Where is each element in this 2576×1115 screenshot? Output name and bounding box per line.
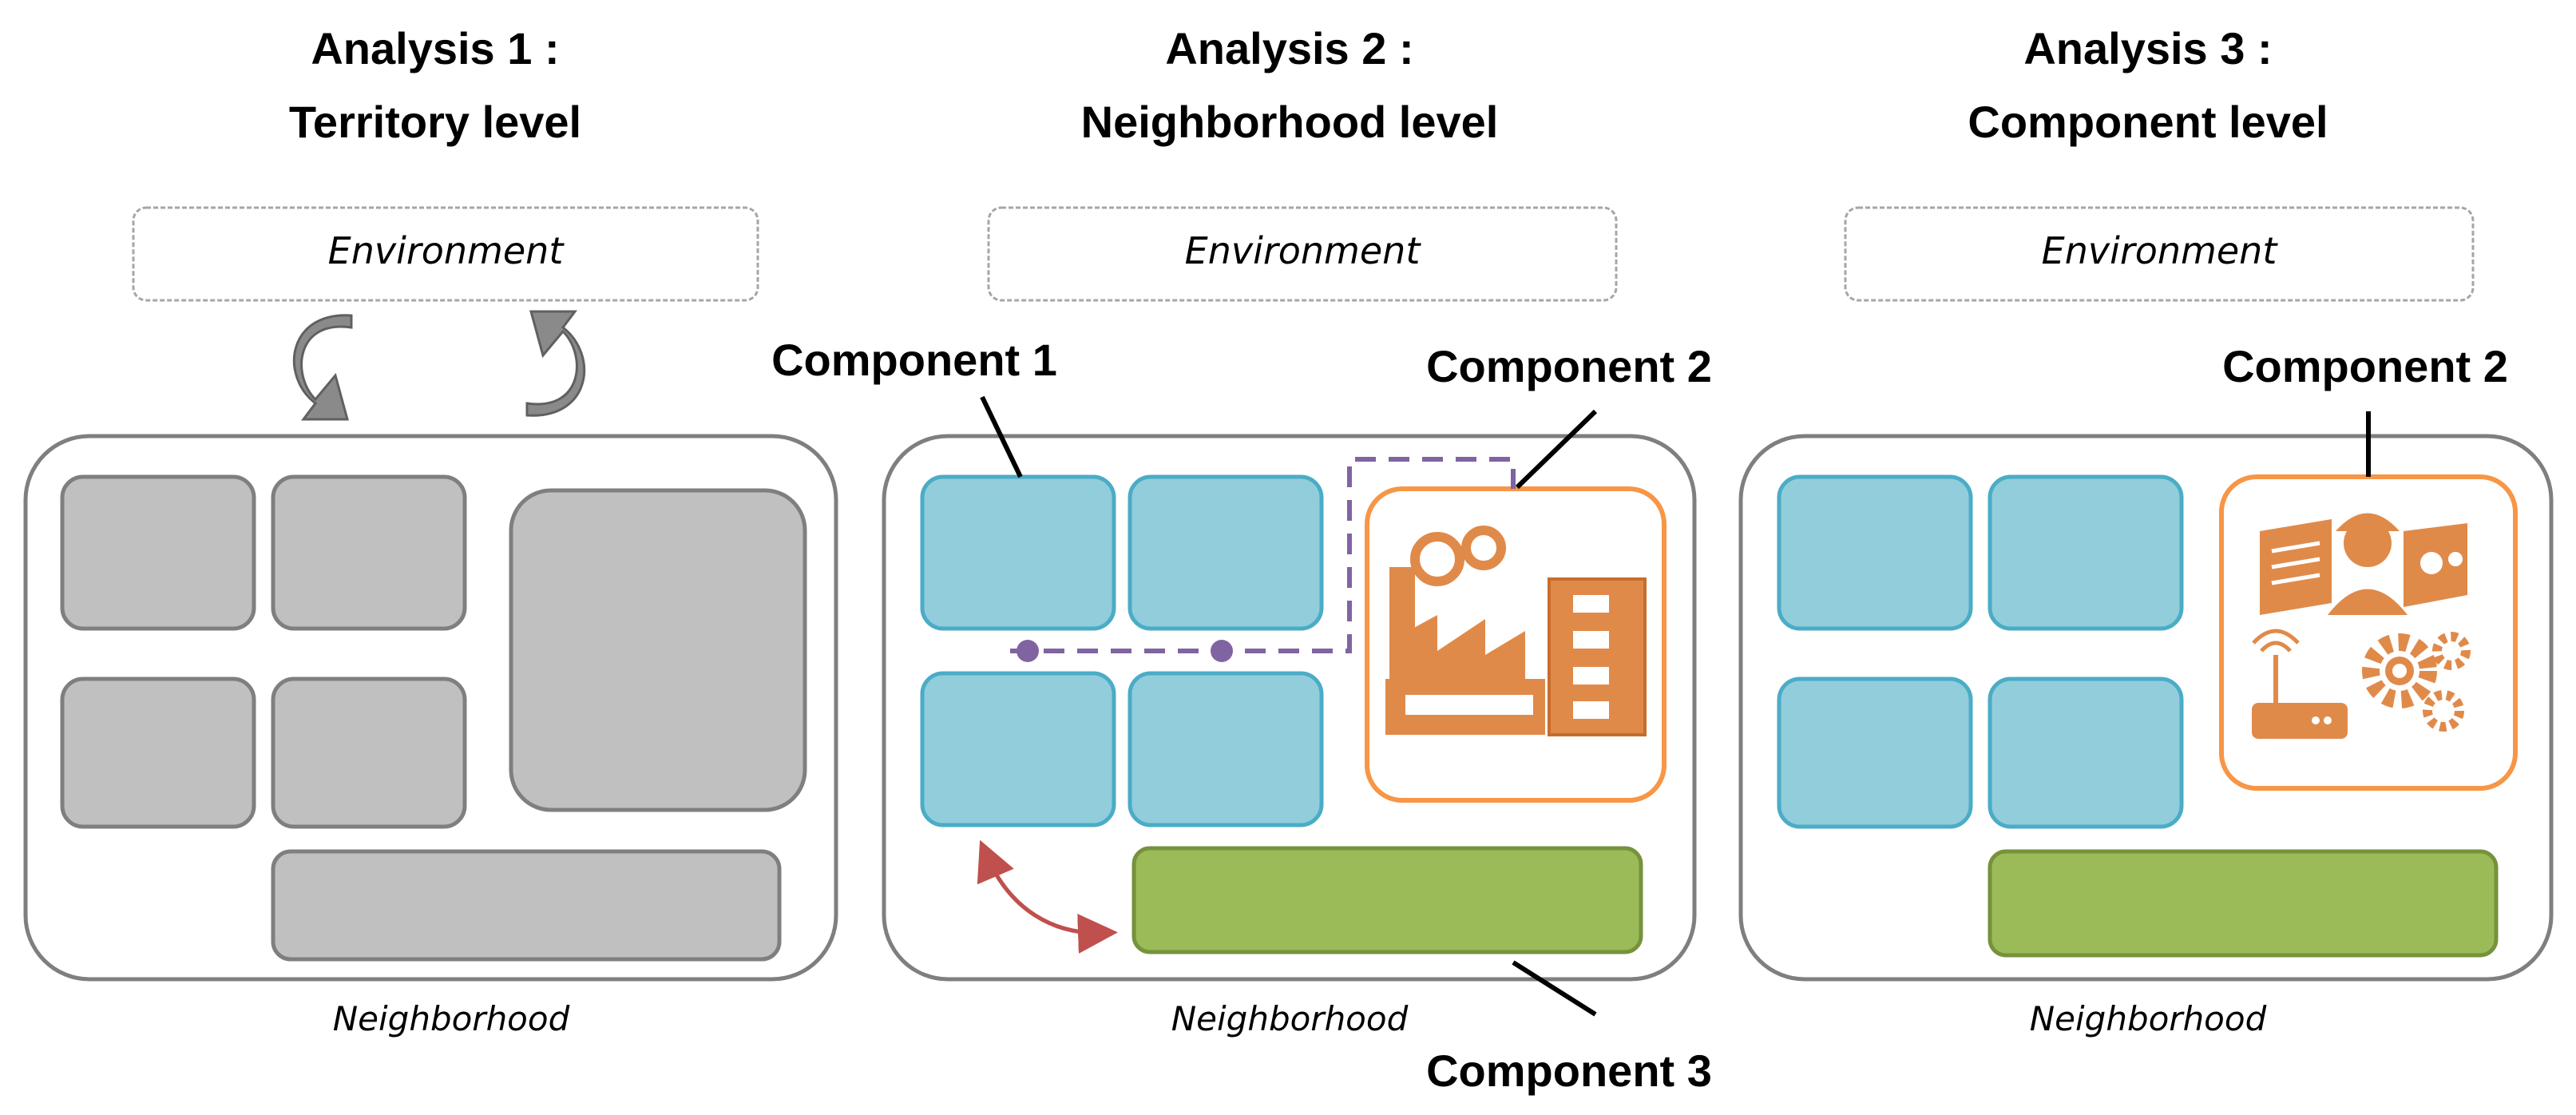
analysis-3-title-line1: Analysis 3 : [2023, 23, 2272, 73]
component-2-label-analysis-3: Component 2 [2222, 341, 2508, 391]
operator-icon [2260, 513, 2467, 615]
green-block [1987, 849, 2499, 958]
component-1-label: Component 1 [771, 335, 1057, 385]
analysis-2-title-line2: Neighborhood level [1081, 97, 1499, 147]
environment-label-1: Environment [328, 229, 565, 272]
analysis-1-title-line1: Analysis 1 : [311, 23, 559, 73]
analysis-3-title-line2: Component level [1968, 97, 2328, 147]
blue-block [1987, 474, 2184, 631]
environment-box-3 [1844, 206, 2475, 302]
component-1-leader-line [980, 395, 1023, 478]
blue-block [920, 474, 1116, 631]
analysis-1-title-line2: Territory level [289, 97, 581, 147]
grey-block [271, 474, 467, 631]
component-3-label: Component 3 [1426, 1046, 1712, 1096]
grey-block [60, 474, 256, 631]
environment-box-2 [987, 206, 1618, 302]
environment-label-2: Environment [1185, 229, 1422, 272]
neighborhood-label-1: Neighborhood [333, 999, 570, 1038]
environment-label-3: Environment [2042, 229, 2279, 272]
gears-icon [2362, 632, 2471, 732]
green-block [1131, 846, 1643, 954]
cycle-arrow-right-icon [525, 310, 586, 417]
blue-block [1987, 677, 2184, 829]
purple-dashed-link [1010, 457, 1516, 662]
environment-box-1 [132, 206, 759, 302]
grey-block [271, 849, 782, 962]
grey-block [271, 677, 467, 829]
factory-icon [1385, 526, 1647, 736]
analysis-2-title-line1: Analysis 2 : [1165, 23, 1413, 73]
blue-block [1777, 677, 1973, 829]
blue-block [920, 671, 1116, 827]
neighborhood-label-2: Neighborhood [1171, 999, 1409, 1038]
cycle-arrow-left-icon [292, 314, 353, 421]
grey-block [509, 488, 807, 812]
component-2-leader-line [1515, 409, 1598, 490]
grey-block [60, 677, 256, 829]
blue-block [1777, 474, 1973, 631]
component-3-leader-line [1512, 960, 1597, 1017]
router-icon [2252, 629, 2348, 739]
neighborhood-label-3: Neighborhood [2030, 999, 2267, 1038]
component-2-label: Component 2 [1426, 341, 1712, 391]
blue-block [1127, 671, 1324, 827]
red-arrow-reverse [977, 839, 1103, 935]
blue-block [1127, 474, 1324, 631]
